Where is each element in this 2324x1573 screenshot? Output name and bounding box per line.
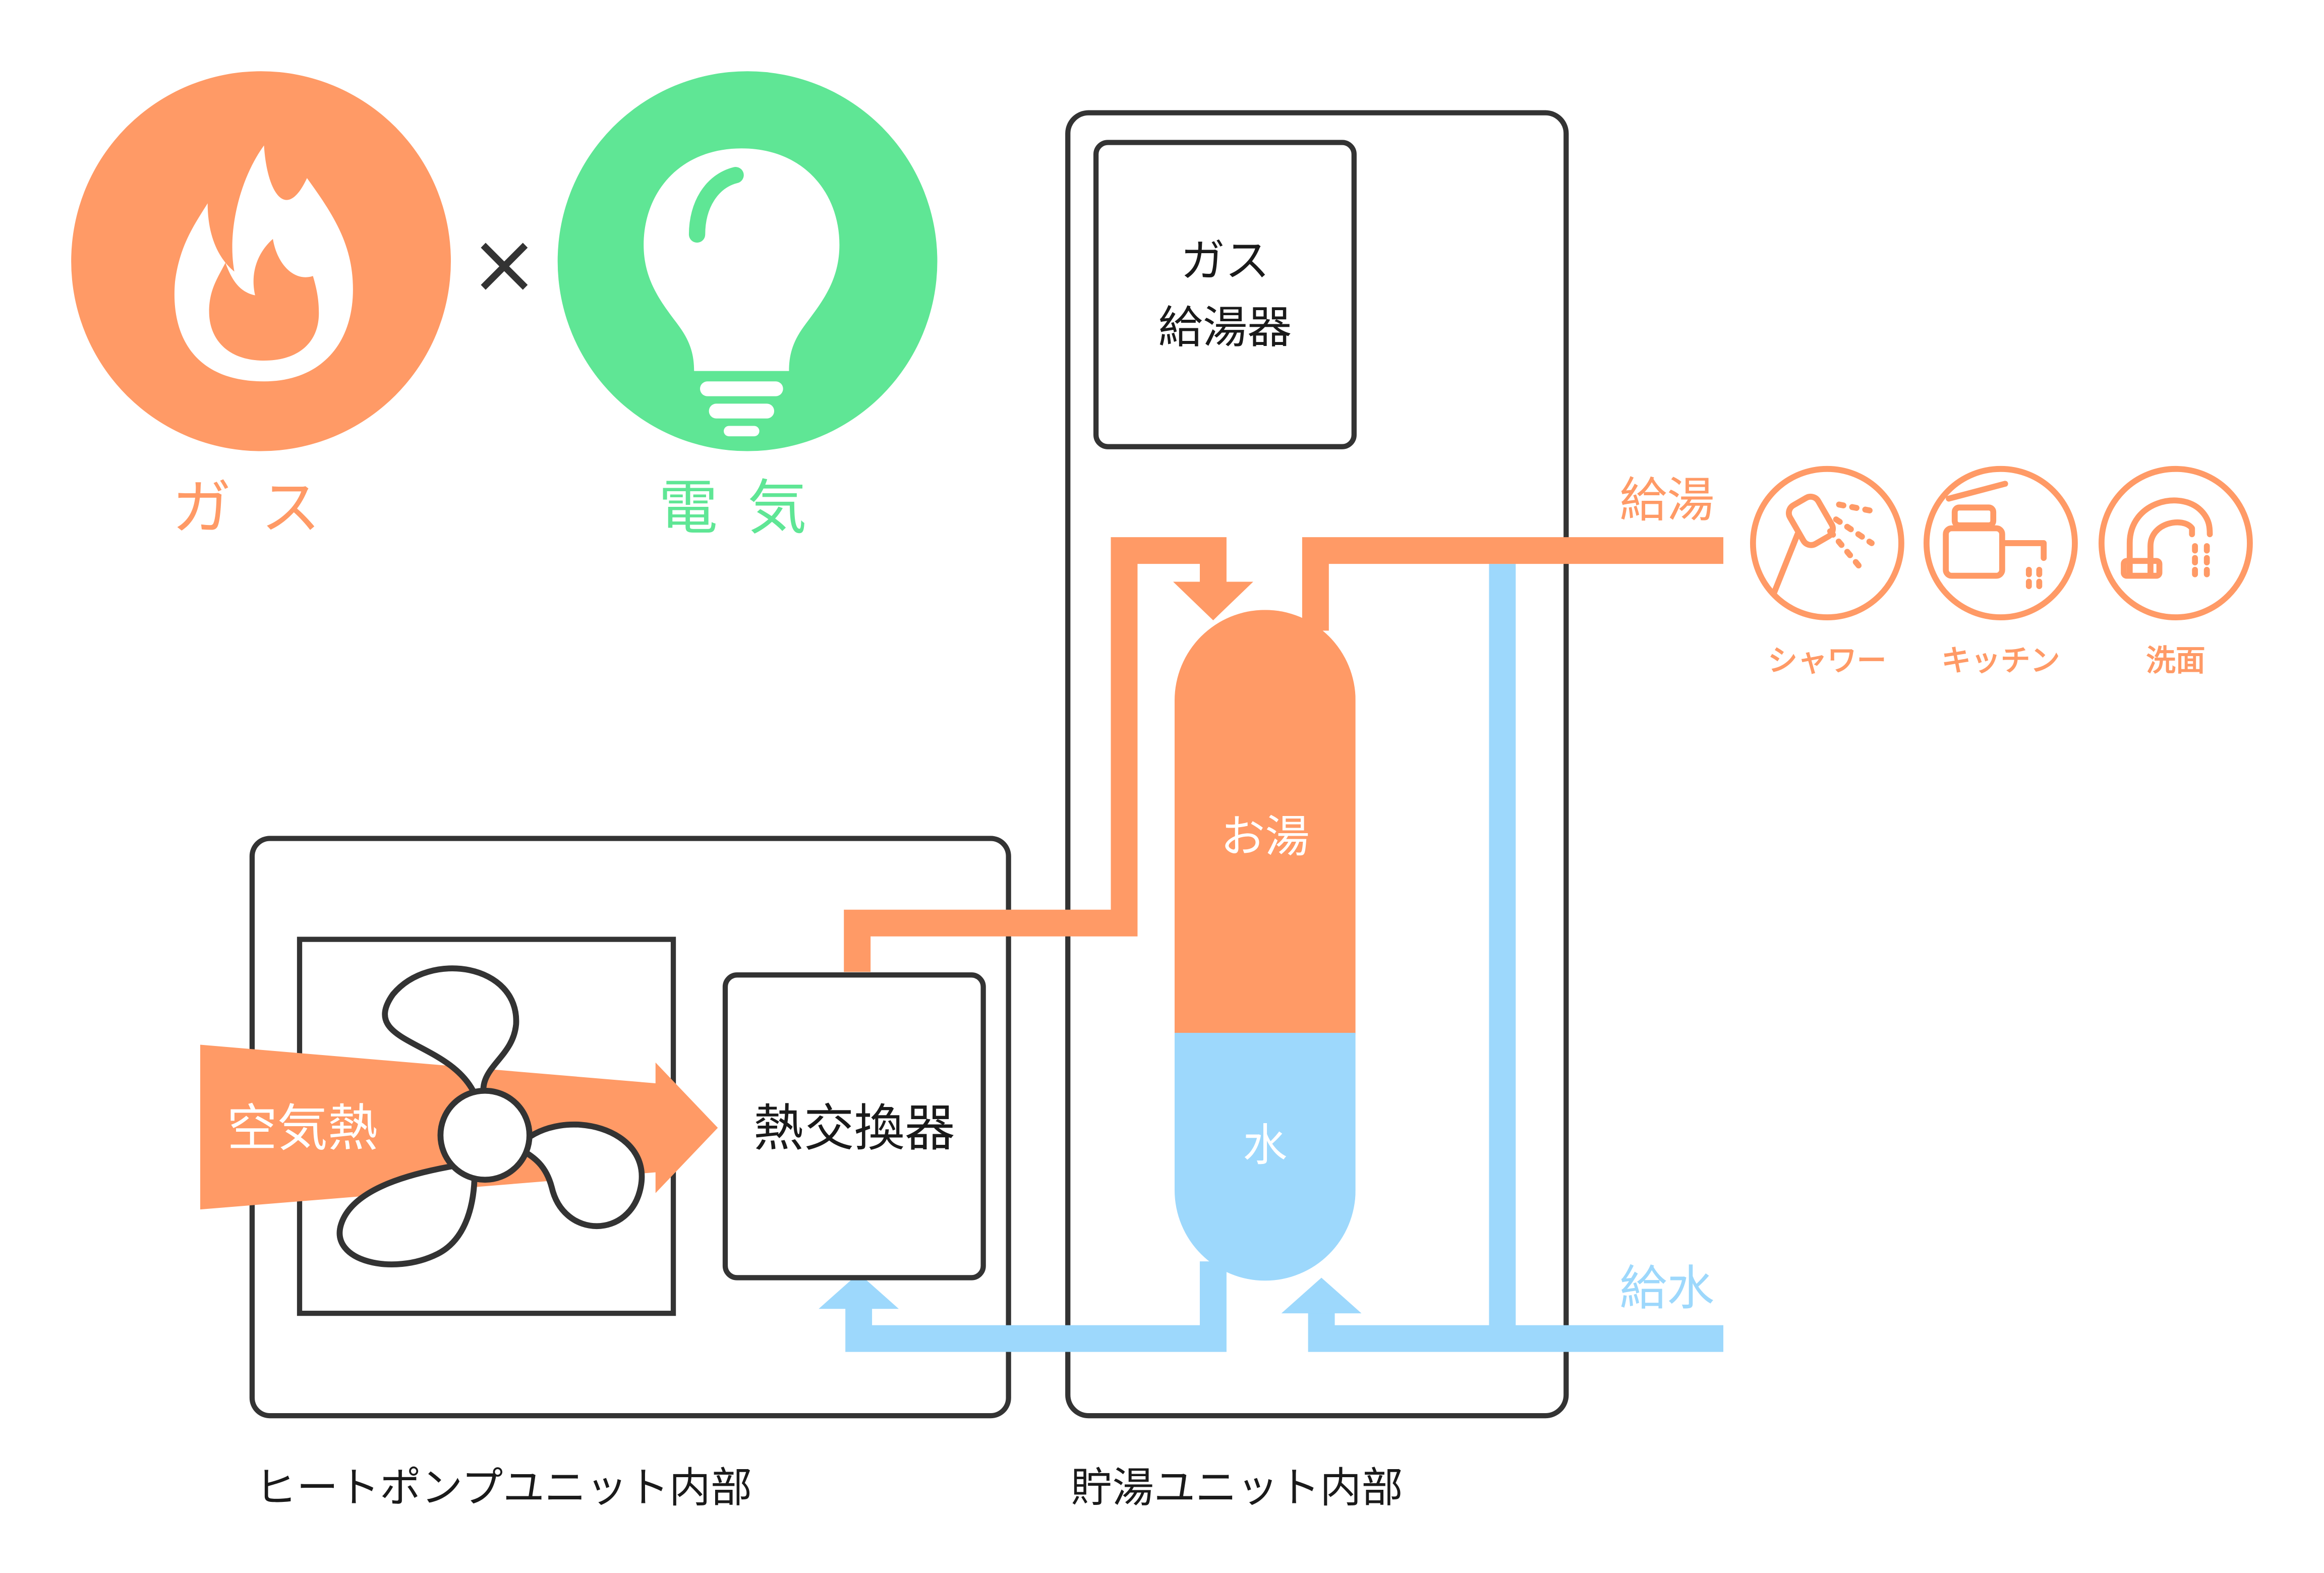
tank-hot-section [1174, 610, 1356, 1034]
electric-label: 電気 [659, 473, 837, 542]
water-pipes [845, 564, 1724, 1352]
gas-water-heater: ガス 給湯器 [1093, 140, 1357, 449]
tank-inflow-arrow [1173, 581, 1253, 620]
washbasin-faucet-icon [2121, 497, 2213, 585]
kitchen-faucet-icon [1943, 481, 2047, 597]
supply-water-pipe [1308, 1306, 1724, 1352]
heat-exchanger: 熱交換器 [722, 972, 986, 1280]
outlet-shower-label: シャワー [1768, 643, 1886, 678]
gas-energy: ガス [71, 71, 451, 543]
exchanger-to-tank-pipe [844, 537, 1227, 972]
shower-icon [1771, 493, 1881, 597]
heat-exchanger-label: 熱交換器 [753, 1099, 955, 1158]
heat-pump-unit-caption: ヒートポンプユニット内部 [255, 1464, 752, 1512]
supply-water-label: 給水 [1619, 1261, 1714, 1316]
gas-water-heater-box [1093, 140, 1357, 449]
air-heat-label: 空気熱 [227, 1099, 378, 1158]
outlet-washbasin: 洗面 [2099, 465, 2253, 678]
outlet-kitchen: キッチン [1924, 465, 2078, 678]
gas-water-heater-label-line1: ガス [1181, 235, 1269, 286]
times-symbol: × [470, 215, 539, 312]
tank-water-label: 水 [1243, 1119, 1287, 1171]
storage-tank: お湯 水 [1174, 610, 1356, 1281]
exchanger-inflow-arrow [819, 1273, 899, 1309]
gas-label: ガス [172, 473, 350, 542]
hot-water-pipes [844, 537, 1724, 972]
outlet-washbasin-label: 洗面 [2146, 643, 2205, 678]
tank-hot-label: お湯 [1221, 810, 1309, 862]
heat-exchanger-box [722, 972, 986, 1280]
lightbulb-icon [644, 148, 840, 437]
electric-energy: 電気 [557, 71, 938, 543]
outlet-kitchen-label: キッチン [1941, 643, 2060, 678]
tank-water-section [1174, 1032, 1356, 1281]
outlet-shower: シャワー [1750, 465, 1904, 678]
flame-icon [174, 145, 353, 382]
fan-icon [336, 965, 645, 1267]
supply-hot-label: 給湯 [1619, 473, 1714, 528]
gas-water-heater-label-line2: 給湯器 [1158, 302, 1292, 354]
hot-water-storage-unit-frame [1065, 110, 1569, 1419]
water-inflow-arrow [1281, 1277, 1362, 1314]
gas-circle [71, 71, 451, 451]
supply-hot-pipe [1302, 537, 1724, 631]
hot-water-unit-caption: 貯湯ユニット内部 [1071, 1464, 1403, 1512]
tank-to-exchanger-pipe [845, 1261, 1227, 1352]
